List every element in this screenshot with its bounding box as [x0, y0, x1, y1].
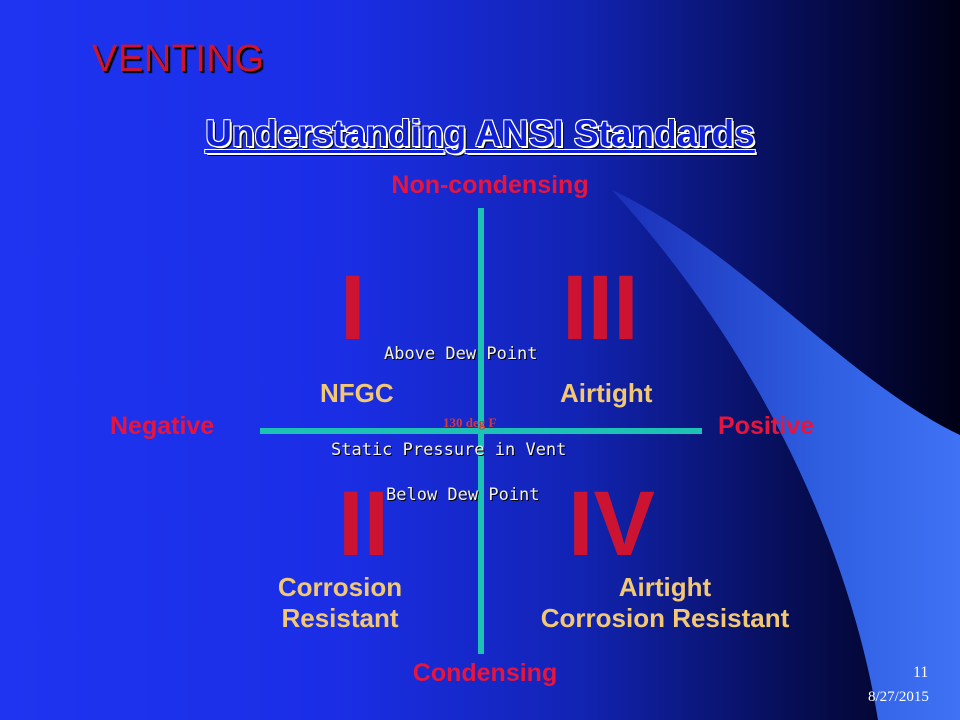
quadrant-3-numeral: III: [562, 257, 639, 359]
axis-top-label: Non-condensing: [391, 171, 589, 199]
quadrant-4-label: Airtight Corrosion Resistant: [490, 572, 840, 634]
quadrant-1-label: NFGC: [320, 378, 394, 409]
quadrant-2-label-line1: Corrosion: [277, 572, 403, 602]
quadrant-4-label-line2: Corrosion Resistant: [540, 603, 790, 634]
quadrant-2-label: Corrosion Resistant: [250, 572, 430, 634]
quadrant-3-label: Airtight: [560, 378, 652, 409]
quadrant-4-label-line1: Airtight: [618, 572, 712, 602]
horizontal-axis: [260, 428, 702, 434]
quadrant-1-label-line1: NFGC: [320, 378, 394, 408]
quadrant-2-label-line2: Resistant: [281, 603, 399, 634]
quadrant-3-label-line1: Airtight: [560, 378, 653, 408]
quadrant-2-numeral: II: [338, 473, 390, 575]
temperature-note: 130 deg F: [443, 415, 497, 430]
below-dew-point-note: Below Dew Point: [386, 485, 540, 505]
quadrant-1-numeral: I: [340, 257, 366, 359]
page-number: 11: [913, 664, 929, 681]
axis-right-label: Positive: [718, 412, 814, 440]
quadrant-4-numeral: IV: [568, 473, 655, 575]
slide-subtitle: Understanding ANSI Standards: [205, 113, 755, 154]
slide-heading: VENTING: [92, 38, 265, 80]
above-dew-point-note: Above Dew Point: [384, 344, 538, 364]
static-pressure-label: Static Pressure in Vent: [331, 440, 567, 460]
axis-bottom-label: Condensing: [412, 659, 558, 687]
slide-date: 8/27/2015: [868, 689, 929, 705]
axis-left-label: Negative: [110, 412, 215, 440]
